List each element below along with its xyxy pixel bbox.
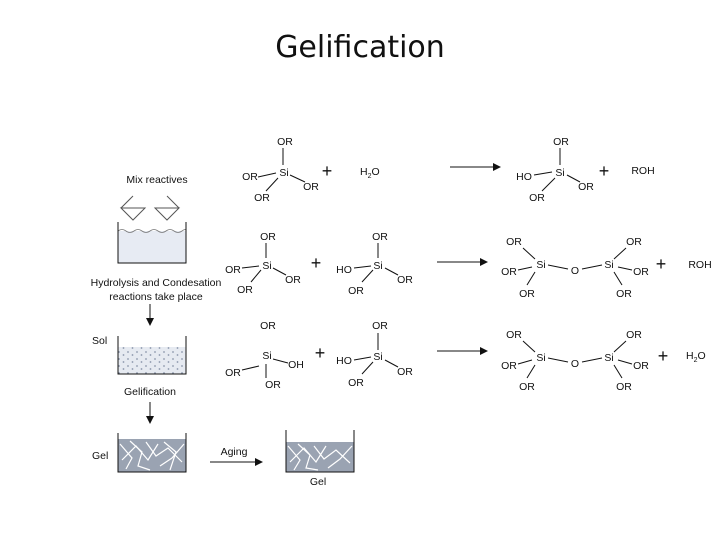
atom-label-or: OR	[501, 360, 517, 372]
plus-sign: +	[322, 161, 333, 181]
atom-label-o: O	[571, 265, 579, 277]
slide-title: Gelification	[275, 30, 445, 65]
plus-sign: +	[656, 254, 667, 274]
atom-label-or: OR	[616, 381, 632, 393]
atom-label-si: Si	[373, 260, 382, 272]
atom-label-or: OR	[397, 274, 413, 286]
atom-label-or: OR	[506, 236, 522, 248]
atom-label-si: Si	[536, 352, 545, 364]
water-formula: H2O	[686, 350, 706, 364]
plus-sign: +	[315, 343, 326, 363]
formula-part: H	[686, 350, 694, 362]
silanol-molecule: OR Si HO OR OR	[516, 136, 594, 204]
reaction-row-alcohol-condensation: OR Si OR OR OR + OR Si HO OR OR	[225, 231, 712, 300]
atom-label-or: OR	[265, 379, 281, 391]
pipette-icon-left	[119, 195, 147, 221]
atom-label-or: OR	[242, 171, 258, 183]
siloxane-dimer-molecule: OR OR OR Si O Si OR OR OR	[501, 236, 649, 300]
atom-label-si: Si	[536, 259, 545, 271]
hydrolysis-label-line2: reactions take place	[109, 291, 203, 303]
plus-sign: +	[658, 346, 669, 366]
reaction-row-hydrolysis: OR Si OR OR OR + H2O OR Si HO OR OR + RO…	[242, 136, 655, 204]
mixing-beaker	[117, 222, 187, 264]
formula-part: O	[698, 350, 706, 362]
atom-label-or: OR	[553, 136, 569, 148]
formula-part: 2	[368, 173, 372, 180]
atom-label-or: OR	[529, 192, 545, 204]
atom-label-or: OR	[348, 377, 364, 389]
reaction-row-water-condensation: OR Si OH OR OR + OR Si HO OR OR	[225, 320, 706, 393]
atom-label-si: Si	[262, 350, 271, 362]
gel-aged-label: Gel	[310, 476, 326, 488]
alcohol-product: ROH	[631, 165, 654, 177]
silanol-molecule: OR Si HO OR OR	[336, 320, 413, 389]
atom-label-ho: HO	[336, 264, 352, 276]
atom-label-or: OR	[633, 266, 649, 278]
silicon-alkoxide-molecule: OR Si OR OR OR	[242, 136, 319, 204]
atom-label-or: OR	[506, 329, 522, 341]
atom-label-ho: HO	[336, 355, 352, 367]
plus-sign: +	[599, 161, 610, 181]
aging-label: Aging	[221, 446, 248, 458]
atom-label-or: OR	[225, 367, 241, 379]
atom-label-si: Si	[262, 260, 271, 272]
sol-label: Sol	[92, 335, 107, 347]
atom-label-or: OR	[519, 288, 535, 300]
atom-label-or: OR	[225, 264, 241, 276]
atom-label-or: OR	[260, 231, 276, 243]
atom-label-si: Si	[373, 351, 382, 363]
atom-label-or: OR	[303, 181, 319, 193]
pipette-icon-right	[153, 195, 181, 221]
atom-label-si: Si	[555, 167, 564, 179]
atom-label-or: OR	[348, 285, 364, 297]
atom-label-or: OR	[578, 181, 594, 193]
atom-label-or: OR	[237, 284, 253, 296]
atom-label-or: OR	[519, 381, 535, 393]
siloxane-dimer-molecule: OR OR OR Si O Si OR OR OR	[501, 329, 649, 393]
atom-label-or: OR	[501, 266, 517, 278]
atom-label-si: Si	[604, 259, 613, 271]
water-formula: H2O	[360, 166, 380, 180]
atom-label-or: OR	[626, 236, 642, 248]
plus-sign: +	[311, 253, 322, 273]
gelification-step-label: Gelification	[124, 386, 176, 398]
atom-label-o: O	[571, 358, 579, 370]
mix-reactives-label: Mix reactives	[126, 174, 187, 186]
sol-beaker	[117, 336, 187, 375]
atom-label-or: OR	[277, 136, 293, 148]
atom-label-or: OR	[626, 329, 642, 341]
atom-label-or: OR	[254, 192, 270, 204]
atom-label-or: OR	[633, 360, 649, 372]
atom-label-ho: HO	[516, 171, 532, 183]
hydrolysis-label-line1: Hydrolysis and Condesation	[91, 277, 222, 289]
formula-part: O	[372, 166, 380, 178]
alcohol-product: ROH	[688, 259, 711, 271]
atom-label-or: OR	[285, 274, 301, 286]
atom-label-si: Si	[279, 167, 288, 179]
atom-label-or: OR	[372, 320, 388, 332]
atom-label-or: OR	[372, 231, 388, 243]
atom-label-or: OR	[397, 366, 413, 378]
silicon-alkoxide-molecule: OR Si OR OR OR	[225, 231, 301, 296]
formula-part: H	[360, 166, 368, 178]
atom-label-oh: OH	[288, 359, 304, 371]
aged-gel-beaker	[285, 430, 355, 473]
silanol-molecule: OR Si HO OR OR	[336, 231, 413, 297]
atom-label-or: OR	[616, 288, 632, 300]
gel-beaker	[117, 433, 187, 473]
gel-label: Gel	[92, 450, 108, 462]
atom-label-si: Si	[604, 352, 613, 364]
atom-label-or: OR	[260, 320, 276, 332]
silanol-molecule: OR Si OH OR OR	[225, 320, 304, 391]
formula-part: 2	[694, 357, 698, 364]
